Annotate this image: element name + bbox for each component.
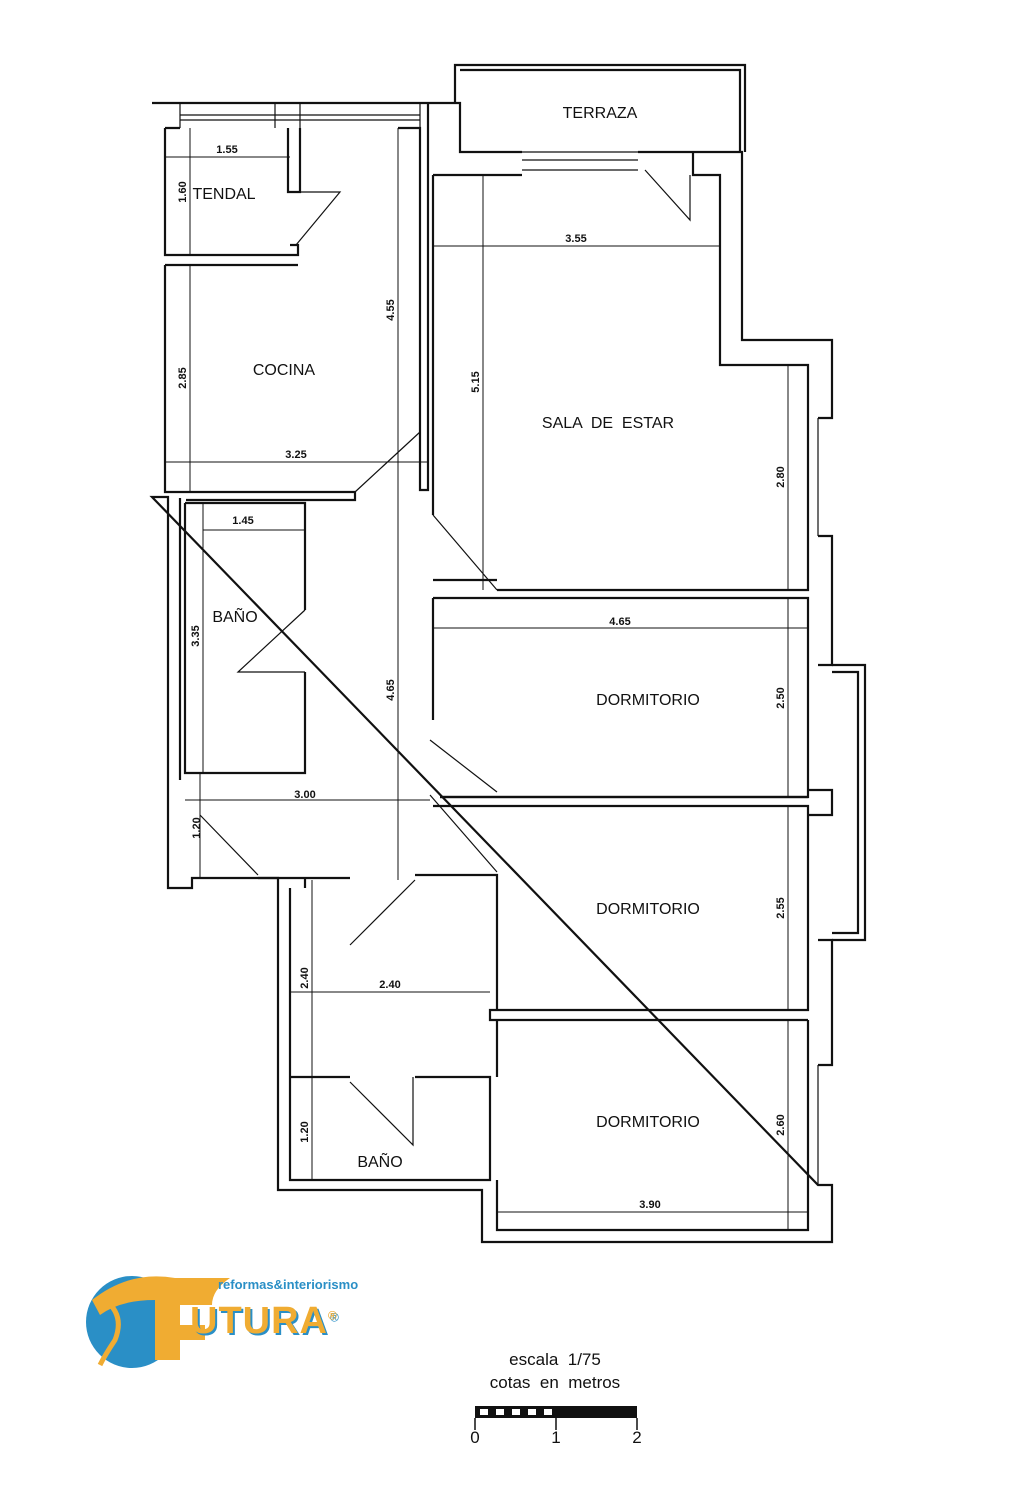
tendal-walls	[163, 126, 302, 257]
units-label: cotas en metros	[489, 1373, 621, 1392]
scale-label: escala 1/75	[509, 1350, 601, 1369]
scale-tick-2: 2	[632, 1428, 641, 1447]
dim-label: 5.15	[470, 371, 482, 392]
dimension-lines	[165, 128, 808, 1230]
room-label-dormitorio-1: DORMITORIO	[596, 692, 700, 709]
room-label-tendal: TENDAL	[192, 186, 255, 203]
exterior-wall	[149, 101, 834, 1244]
dim-label: 4.55	[385, 299, 397, 320]
scale-tick-0: 0	[470, 1428, 479, 1447]
room-label-terraza: TERRAZA	[563, 105, 638, 122]
room-label-cocina: COCINA	[253, 362, 316, 379]
dim-label: 1.45	[232, 515, 253, 527]
room-label-bano-1: BAÑO	[212, 606, 257, 626]
dim-label: 3.90	[639, 1199, 660, 1211]
dim-label: 2.85	[177, 367, 189, 388]
dim-label: 2.55	[775, 897, 787, 918]
futura-logo-emblem	[86, 1276, 230, 1368]
bano2-walls	[288, 1075, 492, 1182]
dim-label: 4.65	[385, 679, 397, 700]
bay-window	[832, 663, 867, 942]
logo-brand: UTURA®	[190, 1300, 338, 1343]
dim-label: 3.00	[294, 789, 315, 801]
dim-label: 3.25	[285, 449, 306, 461]
dim-label: 1.60	[177, 181, 189, 202]
dim-label: 2.80	[775, 466, 787, 487]
door-swing	[199, 169, 691, 1147]
dim-label: 1.20	[191, 817, 203, 838]
dim-label: 1.20	[299, 1121, 311, 1142]
dim-label: 2.60	[775, 1114, 787, 1135]
room-label-dormitorio-2: DORMITORIO	[596, 901, 700, 918]
scale-bar: 0 1 2	[470, 1406, 642, 1447]
dim-label: 2.40	[379, 979, 400, 991]
logo-tagline: reformas&interiorismo	[218, 1277, 359, 1292]
dim-label: 2.50	[775, 687, 787, 708]
terrace-rail	[453, 63, 747, 152]
dimension-labels: 1.55 1.60 2.85 3.25 4.55 3.55 5.15 2.80 …	[177, 144, 787, 1211]
dim-label: 4.65	[609, 616, 630, 628]
dorm2-walls	[433, 788, 834, 1022]
dim-label: 3.35	[190, 625, 202, 646]
dorm3-walls	[495, 1020, 810, 1232]
scale-tick-1: 1	[551, 1428, 560, 1447]
dim-label: 1.55	[216, 144, 237, 156]
room-label-sala: SALA DE ESTAR	[542, 415, 674, 432]
registered-mark: ®	[327, 1308, 338, 1323]
dim-label: 3.55	[565, 233, 586, 245]
room-label-bano-2: BAÑO	[357, 1151, 402, 1171]
logo-brand-text: UTURA	[190, 1300, 328, 1342]
sala-walls	[431, 152, 810, 592]
dim-label: 2.40	[299, 967, 311, 988]
hall-walls	[258, 873, 499, 1085]
room-label-dormitorio-3: DORMITORIO	[596, 1114, 700, 1131]
bano1-walls	[178, 498, 307, 780]
